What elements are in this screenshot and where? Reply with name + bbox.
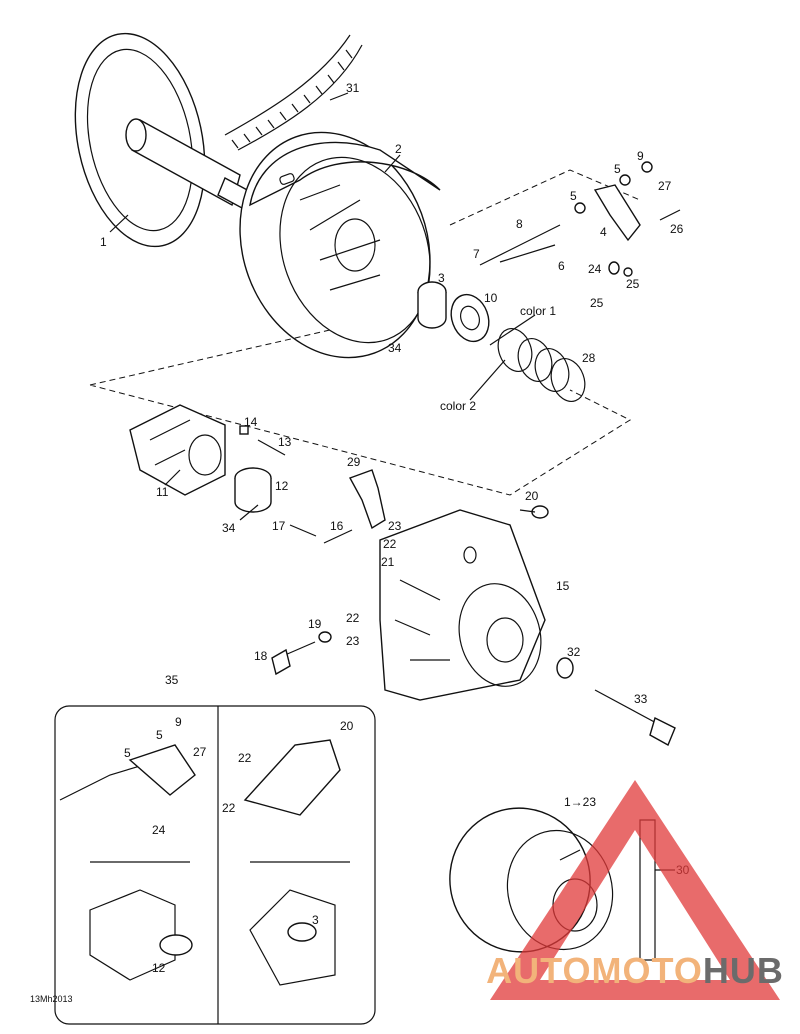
fixed-sheave-part [74,32,263,248]
callout-18: 18 [254,649,268,663]
callout-16: 16 [330,519,344,533]
callout-10: 10 [484,291,498,305]
bushing-part [417,281,447,329]
callout-31: 31 [346,81,360,95]
sliding-sheave-part [239,131,441,359]
callout-21: 21 [381,555,395,569]
callout-25: 25 [626,277,640,291]
callout-1-to-23: 1→23 [564,795,596,809]
watermark-text: AUTOMOTOHUB [470,950,800,992]
callout-9: 9 [175,715,182,729]
callout-22: 22 [222,801,236,815]
callout-12: 12 [275,479,289,493]
callout-24: 24 [588,262,602,276]
callout-17: 17 [272,519,286,533]
callout-11: 11 [156,485,169,499]
callout-23: 23 [388,519,402,533]
bolt-33-part [556,657,676,746]
callout-3: 3 [438,271,445,285]
callout-5: 5 [570,189,577,203]
warning-triangle-icon [490,780,780,1000]
callout-12: 12 [152,961,166,975]
spider-assembly-part [379,509,546,701]
callout-27: 27 [193,745,207,759]
drawing-code: 13Mh2013 [30,994,73,1004]
governor-cup-part [129,404,226,496]
callout-14: 14 [244,415,258,429]
callout-5: 5 [614,162,621,176]
callout-13: 13 [278,435,292,449]
callout-19: 19 [308,617,322,631]
pin-part [289,524,353,544]
bolt-18-part [271,631,332,676]
callout-1: 1 [100,235,107,249]
callout-5: 5 [124,746,131,760]
watermark-moto: MOTO [591,950,703,991]
inset-detail-box [54,705,376,1025]
callout-29: 29 [347,455,361,469]
lever-assembly-part [479,161,681,277]
callout-33: 33 [634,692,648,706]
roller-weight-part [348,469,386,530]
callout-22: 22 [346,611,360,625]
callout-15: 15 [556,579,570,593]
callout-3: 3 [312,913,319,927]
callout-25: 25 [590,296,604,310]
callout-23: 23 [346,634,360,648]
callout-labels: 1 2 3 4 5 5 6 7 8 9 10 11 12 13 14 15 16… [100,81,690,975]
callout-34: 34 [388,341,402,355]
callout-4: 4 [600,225,607,239]
callout-32: 32 [567,645,581,659]
callout-22: 22 [383,537,397,551]
callout-7: 7 [473,247,480,261]
callout-9: 9 [637,149,644,163]
callout-26: 26 [670,222,684,236]
callout-24: 24 [152,823,166,837]
callout-27: 27 [658,179,672,193]
callout-35: 35 [165,673,179,687]
callout-8: 8 [516,217,523,231]
color-2-label: color 2 [440,399,476,413]
washer-part [450,293,490,343]
spring-part [497,328,586,402]
callout-28: 28 [582,351,596,365]
screw-13-part [239,425,286,456]
callout-34: 34 [222,521,236,535]
watermark-hub: HUB [702,950,784,991]
callout-20: 20 [525,489,539,503]
watermark-logo [490,780,780,1000]
drive-belt-part [224,34,363,151]
callout-20: 20 [340,719,354,733]
watermark-auto: AUTO [486,950,592,991]
color-1-label: color 1 [520,304,556,318]
callout-5: 5 [156,728,163,742]
bushing-12-part [234,467,272,513]
callout-22: 22 [238,751,252,765]
callout-6: 6 [558,259,565,273]
callout-2: 2 [395,142,402,156]
